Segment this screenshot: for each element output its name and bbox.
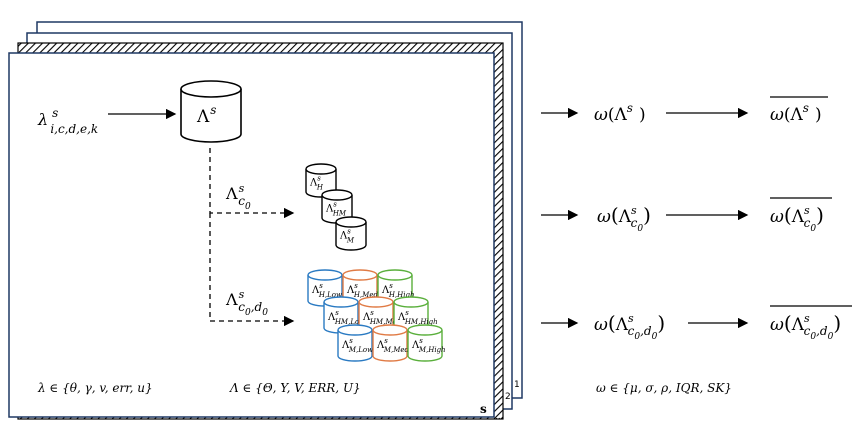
page-label-1: 1 (514, 380, 520, 390)
page-stack: 1 2 ... s (8, 21, 523, 422)
main-db-label: Λs (196, 103, 216, 127)
output-arrows (541, 107, 749, 329)
page-label-dots: ... (495, 412, 504, 422)
page-label-2: 2 (505, 392, 511, 402)
capital-lambda-set-label: Λ ∈ {Θ, Y, V, ERR, U} (229, 381, 361, 395)
main-database-cylinder: Λs (180, 80, 242, 143)
omega-output-1: ω(Λs) (594, 101, 646, 125)
page-label-s: s (480, 402, 487, 416)
omega-set-label: ω ∈ {μ, σ, ρ, IQR, SK} (596, 381, 732, 395)
dashed-branches (209, 148, 295, 327)
avg-output-1: ω(Λs) (770, 101, 822, 125)
lambda-set-label: λ ∈ {θ, γ, v, err, u} (37, 381, 153, 395)
